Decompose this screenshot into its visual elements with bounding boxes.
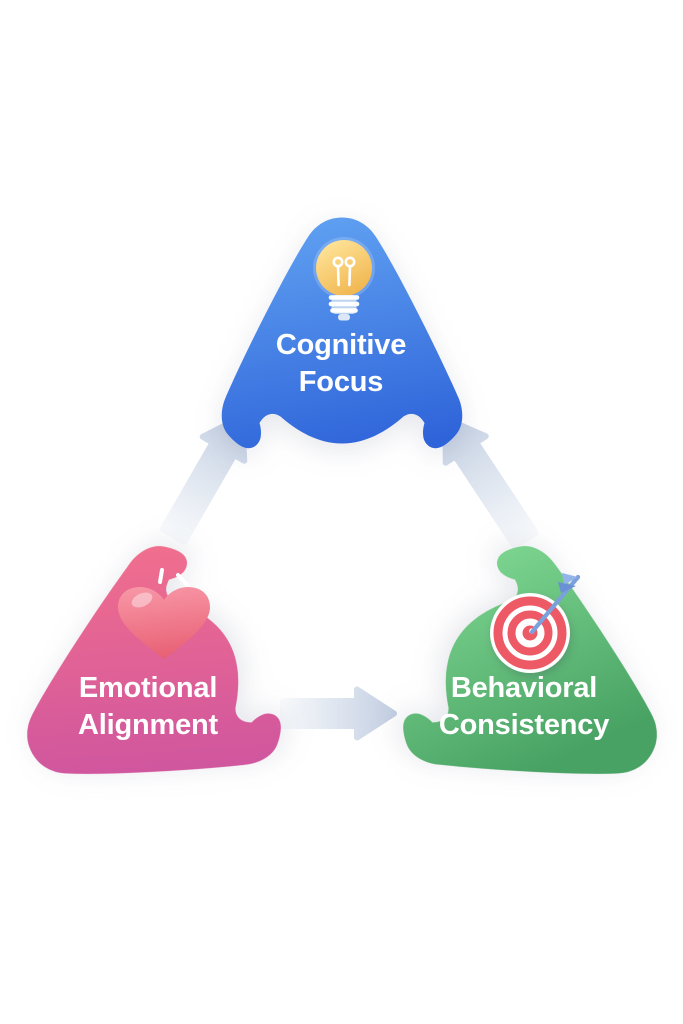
target-icon — [485, 568, 597, 680]
bulb-cap — [338, 314, 350, 321]
label-line: Cognitive — [275, 329, 407, 361]
arrow-behavioral-to-cognitive — [442, 415, 539, 550]
heart-body — [118, 587, 210, 659]
label-emotional-alignment: Emotional Alignment — [18, 670, 278, 744]
label-line: Behavioral — [450, 672, 598, 704]
label-line: Focus — [298, 366, 384, 398]
dart-fletch-lower — [558, 582, 576, 593]
label-cognitive-focus: Cognitive Focus — [211, 327, 471, 401]
label-line: Consistency — [438, 709, 610, 741]
bulb-base-stripes — [328, 295, 360, 313]
arrows-group — [159, 413, 539, 741]
lightbulb-icon — [310, 237, 378, 324]
dart-fletch-upper — [562, 573, 578, 585]
label-line: Emotional — [78, 672, 218, 704]
target-rings — [493, 596, 567, 670]
bulb-filament — [332, 256, 356, 287]
heart-gloss — [131, 592, 153, 608]
arrow-emotional-to-behavioral — [280, 686, 397, 741]
heart-icon — [112, 562, 216, 666]
label-line: Alignment — [78, 709, 218, 741]
label-behavioral-consistency: Behavioral Consistency — [394, 670, 654, 744]
bulb-glass — [316, 240, 372, 296]
